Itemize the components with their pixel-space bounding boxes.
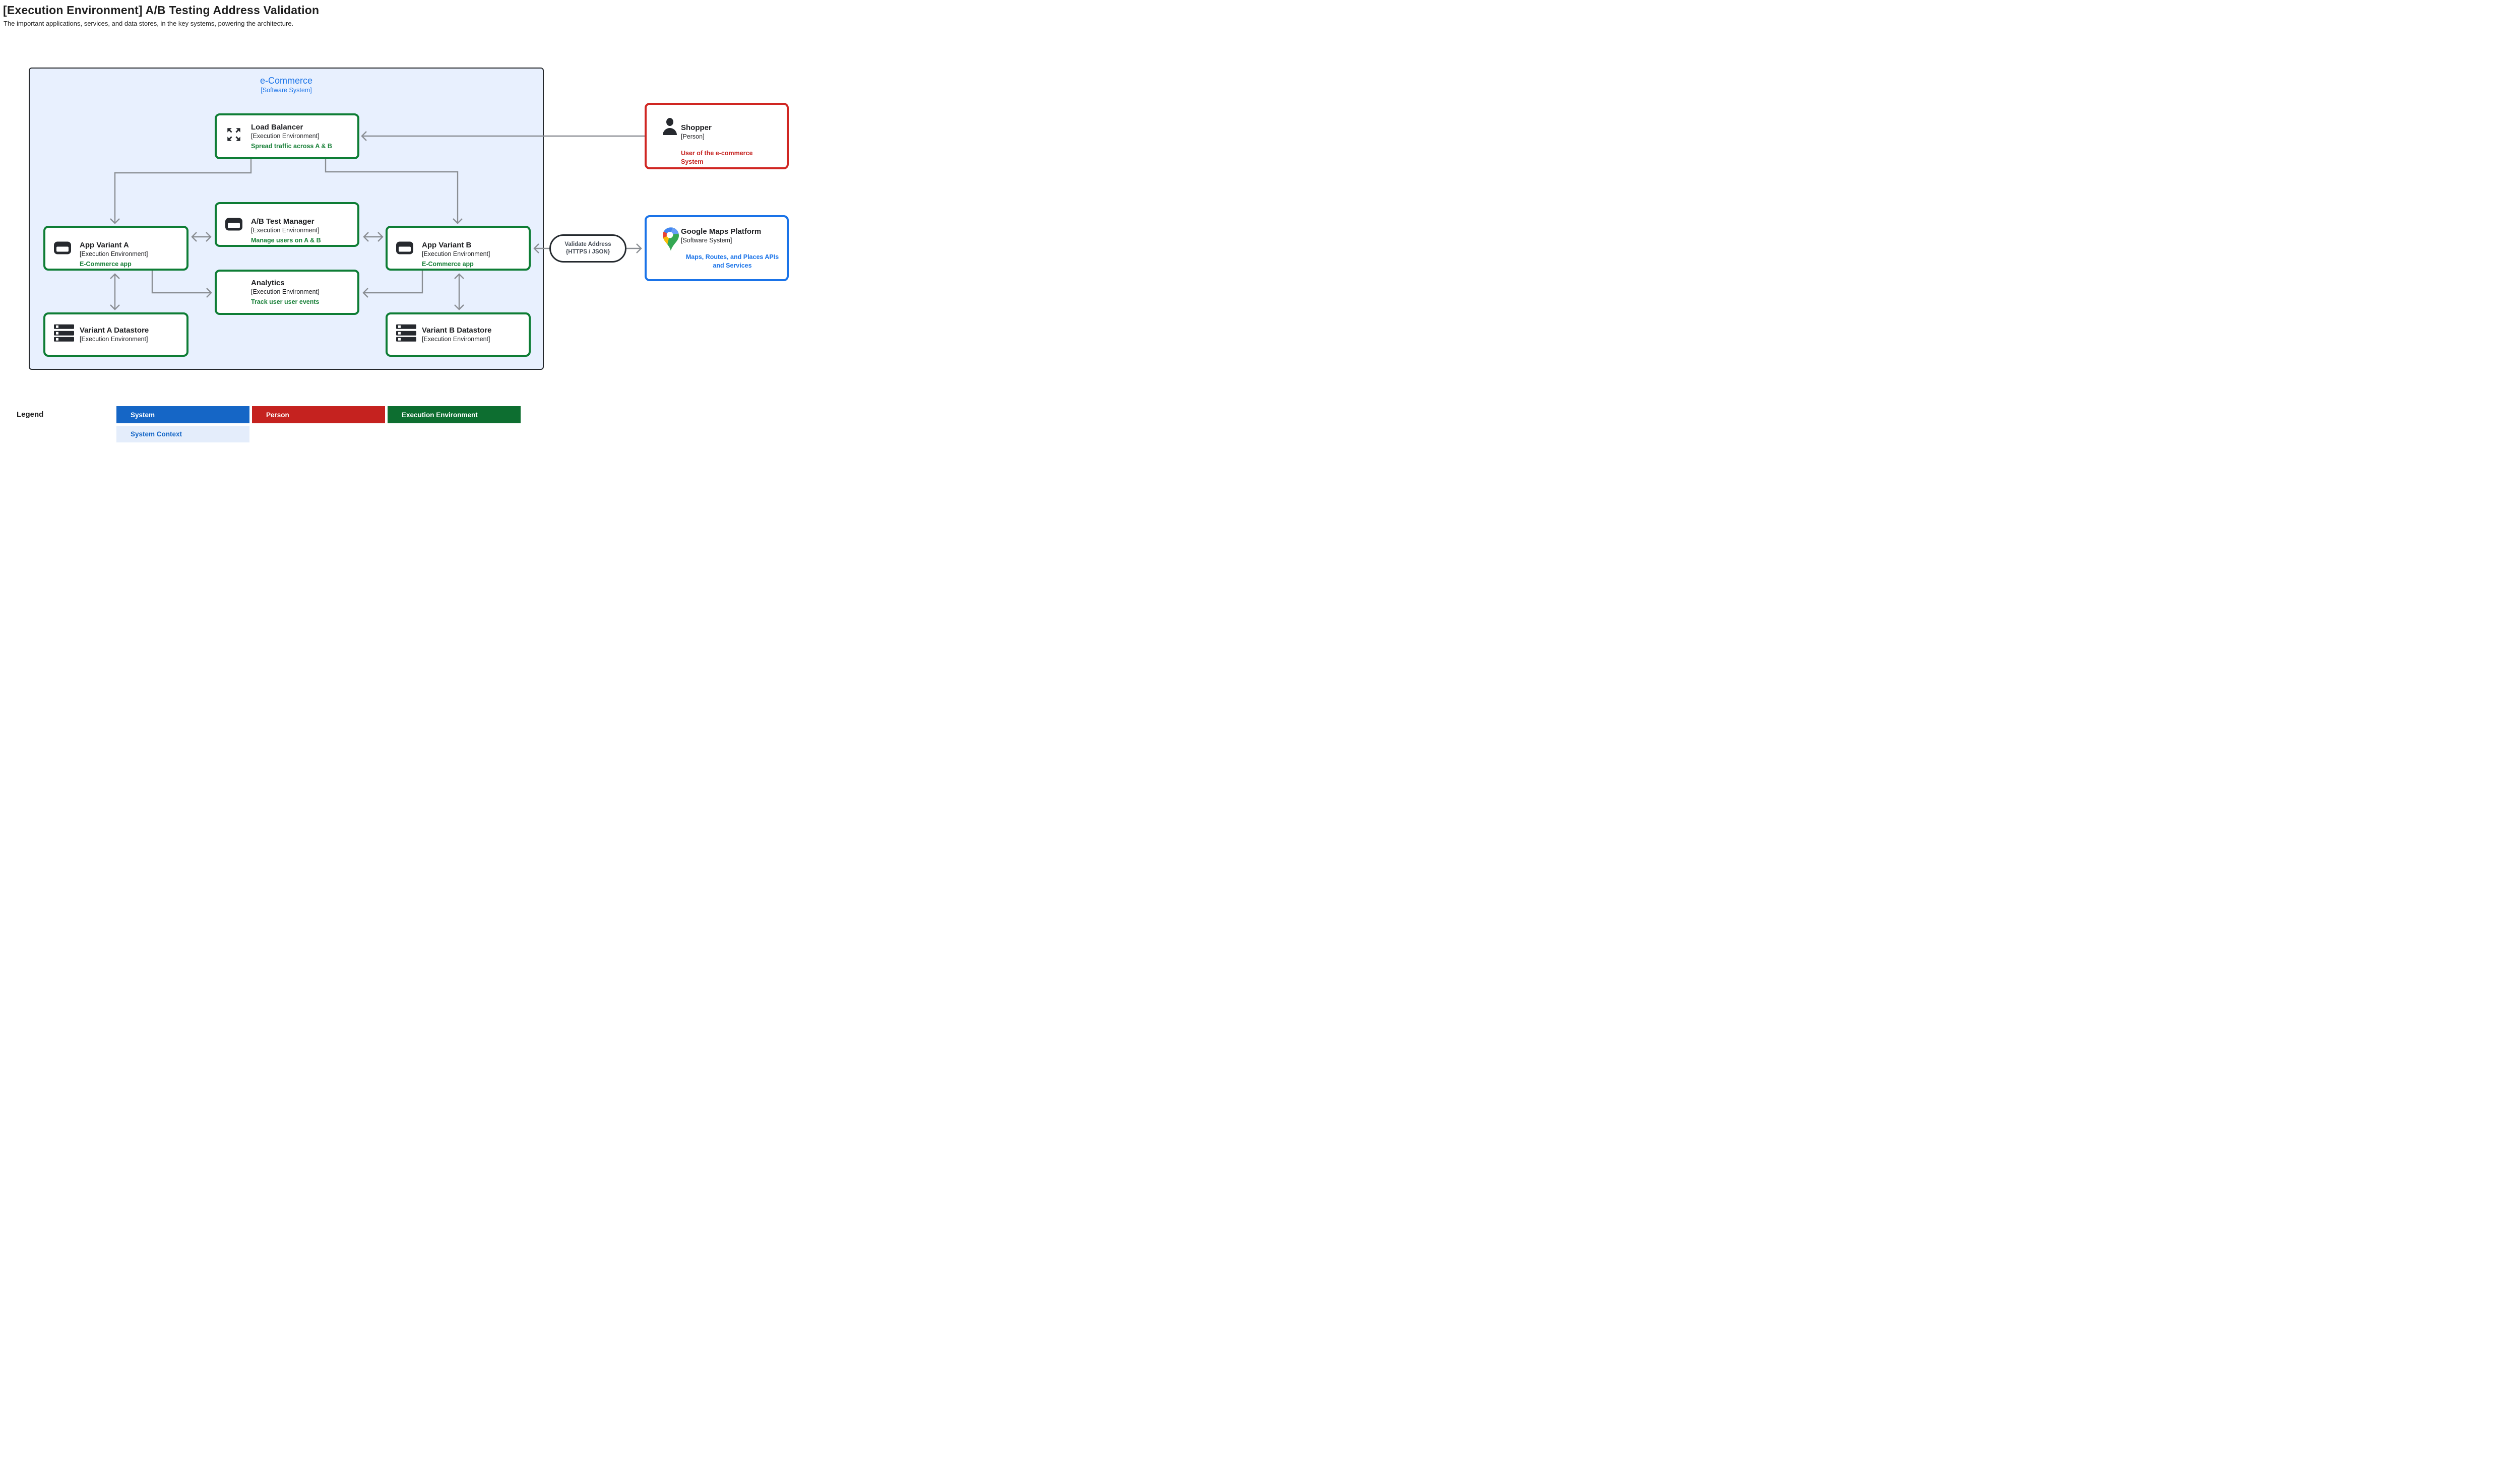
legend-item-execution-environment: Execution Environment <box>388 406 521 423</box>
legend-label: Legend <box>17 410 44 419</box>
legend-item-system: System <box>116 406 249 423</box>
node-google-maps-platform: Google Maps Platform [Software System] M… <box>645 215 789 281</box>
edge-label-line2: {HTTPS / JSON} <box>565 249 610 255</box>
node-meta: [Execution Environment] <box>251 132 320 140</box>
node-title: App Variant B <box>422 241 472 249</box>
node-meta: [Person] <box>681 133 705 140</box>
app-window-icon <box>54 241 71 254</box>
app-window-icon <box>225 218 242 230</box>
node-app-variant-a: App Variant A [Execution Environment] E-… <box>43 226 188 271</box>
node-desc: E-Commerce app <box>80 261 132 268</box>
node-meta: [Execution Environment] <box>80 336 148 343</box>
node-meta: [Execution Environment] <box>251 227 320 234</box>
legend-item-label: Execution Environment <box>402 411 478 419</box>
edge-label-validate-address: Validate Address {HTTPS / JSON} <box>549 234 626 263</box>
node-ab-test-manager: A/B Test Manager [Execution Environment]… <box>215 202 359 247</box>
datastore-icon <box>54 324 74 344</box>
node-meta: [Execution Environment] <box>80 250 148 257</box>
node-title: Load Balancer <box>251 122 303 132</box>
node-meta: [Software System] <box>681 236 732 244</box>
edge-validate-address-google-maps <box>626 243 642 253</box>
legend-item-label: Person <box>266 411 289 419</box>
node-title: Google Maps Platform <box>681 227 762 236</box>
node-title: Variant A Datastore <box>80 326 149 335</box>
google-maps-pin-icon <box>663 227 679 253</box>
legend-item-label: System Context <box>131 430 182 438</box>
node-variant-b-datastore: Variant B Datastore [Execution Environme… <box>386 312 531 357</box>
legend-item-system-context: System Context <box>116 426 249 442</box>
node-meta: [Execution Environment] <box>422 336 490 343</box>
node-desc: Track user user events <box>251 298 320 305</box>
node-desc: Spread traffic across A & B <box>251 142 332 150</box>
node-title: Shopper <box>681 123 712 132</box>
node-meta: [Execution Environment] <box>422 250 490 257</box>
node-title: Variant B Datastore <box>422 326 492 335</box>
node-analytics: Analytics [Execution Environment] Track … <box>215 270 359 315</box>
node-load-balancer: Load Balancer [Execution Environment] Sp… <box>215 113 359 159</box>
node-desc: E-Commerce app <box>422 261 474 268</box>
node-title: A/B Test Manager <box>251 217 314 226</box>
legend-item-label: System <box>131 411 155 419</box>
expand-arrows-icon <box>225 125 242 145</box>
diagram-canvas: [Execution Environment] A/B Testing Addr… <box>0 0 790 442</box>
node-shopper: Shopper [Person] User of the e-commerce … <box>645 103 789 169</box>
node-title: Analytics <box>251 279 285 287</box>
legend-item-person: Person <box>252 406 385 423</box>
datastore-icon <box>396 324 416 344</box>
page-subtitle: The important applications, services, an… <box>4 20 294 27</box>
person-icon <box>663 118 677 135</box>
node-variant-a-datastore: Variant A Datastore [Execution Environme… <box>43 312 188 357</box>
node-desc: Manage users on A & B <box>251 237 321 244</box>
edge-label-line1: Validate Address <box>564 241 611 247</box>
node-meta: [Execution Environment] <box>251 288 320 295</box>
node-app-variant-b: App Variant B [Execution Environment] E-… <box>386 226 531 271</box>
node-title: App Variant A <box>80 241 129 249</box>
node-desc: Maps, Routes, and Places APIs and Servic… <box>685 253 779 269</box>
page-title: [Execution Environment] A/B Testing Addr… <box>3 4 320 17</box>
app-window-icon <box>396 241 413 254</box>
node-desc: User of the e-commerce System <box>681 150 753 165</box>
